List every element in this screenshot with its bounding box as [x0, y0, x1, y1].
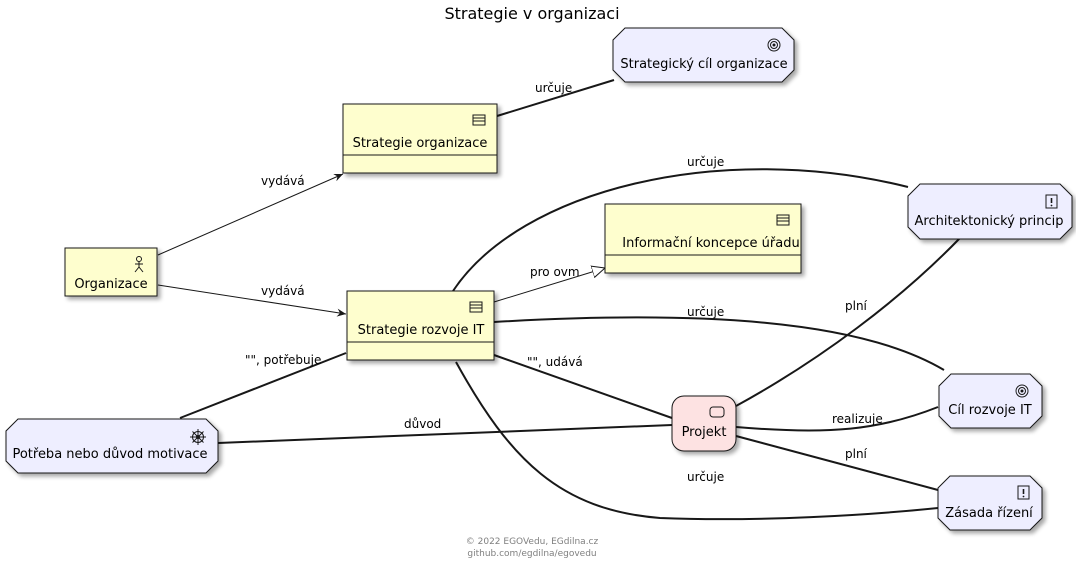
node-label: Potřeba nebo důvod motivace: [12, 447, 207, 462]
node-informacni-koncepce[interactable]: Informační koncepce úřadu: [604, 203, 802, 274]
node-zasada-rizeni[interactable]: Zásada řízení: [937, 475, 1043, 531]
edge-label-urcuje-zasada: určuje: [687, 470, 724, 484]
edge-organizace-vydava-strategie-it: [157, 284, 347, 317]
edge-label-udava: "", udává: [527, 355, 583, 369]
principle-icon: [1045, 194, 1058, 209]
node-label: Informační koncepce úřadu: [622, 236, 799, 251]
edges: [157, 79, 961, 521]
representation-icon: [776, 214, 790, 226]
node-strategicky-cil[interactable]: Strategický cíl organizace: [612, 27, 795, 83]
edge-label-plni-princip: plní: [845, 299, 868, 313]
edge-strategie-it-urcuje-princip: [452, 168, 909, 292]
edge-label-potrebuje: "", potřebuje: [245, 353, 321, 367]
edge-projekt-plni-princip: [735, 237, 961, 407]
node-label: Strategie organizace: [353, 136, 488, 151]
edge-label-vydava-2: vydává: [261, 284, 305, 298]
goal-icon: [1015, 384, 1029, 398]
node-strategie-rozvoje-it[interactable]: Strategie rozvoje IT: [346, 290, 495, 361]
node-label: Strategie rozvoje IT: [358, 323, 485, 338]
edge-label-urcuje-princip: určuje: [687, 155, 724, 169]
edge-organizace-vydava-strategie-organizace: [157, 173, 344, 256]
edge-projekt-realizuje-cil-it: [735, 406, 939, 432]
representation-icon: [472, 114, 486, 126]
edge-label-urcuje-cil: určuje: [535, 81, 572, 95]
edge-label-urcuje-cil-it: určuje: [687, 305, 724, 319]
node-label: Zásada řízení: [945, 506, 1033, 521]
node-label: Architektonický princip: [915, 214, 1064, 229]
node-potreba[interactable]: Potřeba nebo důvod motivace: [5, 418, 219, 474]
node-label: Projekt: [682, 425, 727, 440]
node-label: Strategický cíl organizace: [620, 57, 787, 72]
node-projekt[interactable]: Projekt: [671, 395, 737, 452]
edge-label-vydava-1: vydává: [261, 174, 305, 188]
edge-label-plni-zasada: plní: [845, 447, 868, 461]
node-label: Organizace: [74, 277, 147, 292]
node-architektonicky-princip[interactable]: Architektonický princip: [907, 183, 1073, 240]
node-organizace[interactable]: Organizace: [64, 247, 158, 297]
edge-label-pro-ovm: pro ovm: [530, 265, 580, 279]
edge-strategie-it-urcuje-cil-it: [493, 316, 945, 371]
edge-strategie-organizace-urcuje-cil: [496, 79, 615, 117]
footer-repo-link[interactable]: github.com/egdilna/egovedu: [467, 549, 596, 559]
driver-icon: [190, 429, 206, 445]
node-label: Cíl rozvoje IT: [948, 403, 1031, 418]
edge-strategie-it-pro-ovm: [493, 268, 605, 303]
edge-label-duvod: důvod: [404, 417, 441, 431]
footer-copyright: © 2022 EGOVedu, EGdilna.cz: [466, 537, 599, 547]
node-cil-rozvoje-it[interactable]: Cíl rozvoje IT: [938, 373, 1043, 429]
actor-icon: [134, 256, 144, 273]
edge-label-realizuje: realizuje: [832, 412, 883, 426]
goal-icon: [767, 38, 781, 52]
edge-strategie-it-urcuje-zasada: [455, 361, 939, 521]
edge-labels: vydává vydává určuje určuje pro ovm urču…: [245, 81, 883, 484]
work-package-icon: [709, 406, 725, 418]
representation-icon: [469, 301, 483, 313]
edge-potreba-duvod-projekt: [217, 424, 673, 444]
edge-potreba-potrebuje-strategie-it: [179, 352, 347, 419]
diagram-title: Strategie v organizaci: [444, 4, 619, 23]
node-strategie-organizace[interactable]: Strategie organizace: [342, 103, 498, 174]
edge-projekt-plni-zasada: [735, 435, 939, 491]
edge-strategie-it-udava-projekt: [493, 354, 673, 419]
principle-icon: [1017, 485, 1030, 500]
